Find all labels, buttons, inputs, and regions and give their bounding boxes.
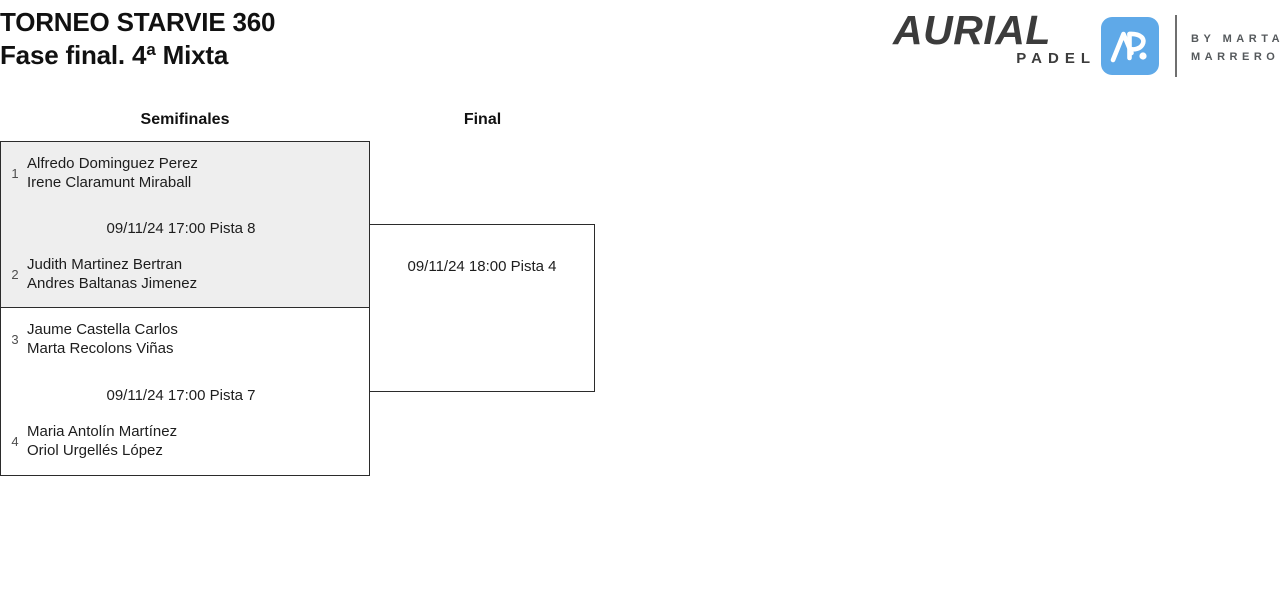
aurial-padel-logo: AURIAL PADEL BY MARTA MARRERO <box>893 8 1280 77</box>
team-names: Maria Antolín Martínez Oriol Urgellés Ló… <box>27 422 357 460</box>
player-name: Alfredo Dominguez Perez <box>27 155 198 172</box>
semifinal-match-1[interactable]: 1 Alfredo Dominguez Perez Irene Claramun… <box>0 141 370 308</box>
team-slot[interactable]: 2 Judith Martinez Bertran Andres Baltana… <box>1 255 361 295</box>
team-slot[interactable]: 1 Alfredo Dominguez Perez Irene Claramun… <box>1 154 361 194</box>
team-seed: 1 <box>11 166 19 181</box>
match-schedule: 09/11/24 18:00 Pista 4 <box>407 258 557 275</box>
team-seed: 3 <box>11 332 19 347</box>
tournament-phase: Fase final. 4ª Mixta <box>0 40 229 70</box>
team-seed: 4 <box>11 434 19 449</box>
team-names: Judith Martinez Bertran Andres Baltanas … <box>27 255 357 293</box>
logo-wordmark: AURIAL PADEL <box>893 8 1098 72</box>
semifinal-match-2[interactable]: 3 Jaume Castella Carlos Marta Recolons V… <box>0 307 370 476</box>
logo-byline: BY MARTA MARRERO <box>1191 30 1280 66</box>
logo-byline-line1: BY MARTA <box>1191 33 1280 45</box>
page-title: TORNEO STARVIE 360 Fase final. 4ª Mixta <box>0 6 275 72</box>
logo-byline-line2: MARRERO <box>1191 51 1280 63</box>
logo-padel-text: PADEL <box>1016 50 1096 67</box>
page-header: TORNEO STARVIE 360 Fase final. 4ª Mixta … <box>0 0 1280 88</box>
ap-monogram-icon <box>1101 17 1159 75</box>
team-names: Alfredo Dominguez Perez Irene Claramunt … <box>27 154 357 192</box>
round-title-semifinales: Semifinales <box>140 111 230 128</box>
player-name: Marta Recolons Viñas <box>27 340 174 357</box>
team-names: Jaume Castella Carlos Marta Recolons Viñ… <box>27 320 357 358</box>
team-seed: 2 <box>11 267 19 282</box>
tournament-bracket: Semifinales Final 1 Alfredo Dominguez Pe… <box>0 104 1280 504</box>
team-slot[interactable]: 3 Jaume Castella Carlos Marta Recolons V… <box>1 320 361 360</box>
match-schedule: 09/11/24 17:00 Pista 8 <box>106 220 256 237</box>
tournament-name: TORNEO STARVIE 360 <box>0 7 276 37</box>
player-name: Jaume Castella Carlos <box>27 321 178 338</box>
match-schedule: 09/11/24 17:00 Pista 7 <box>106 387 256 404</box>
player-name: Judith Martinez Bertran <box>27 256 183 273</box>
player-name: Maria Antolín Martínez <box>27 423 178 440</box>
round-title-final: Final <box>463 111 502 128</box>
player-name: Oriol Urgellés López <box>27 442 163 459</box>
player-name: Irene Claramunt Miraball <box>27 174 192 191</box>
logo-divider <box>1175 15 1177 77</box>
team-slot[interactable]: 4 Maria Antolín Martínez Oriol Urgellés … <box>1 422 361 462</box>
player-name: Andres Baltanas Jimenez <box>27 275 198 292</box>
final-match[interactable]: 09/11/24 18:00 Pista 4 <box>369 224 595 392</box>
logo-aurial-text: AURIAL <box>893 7 1051 53</box>
